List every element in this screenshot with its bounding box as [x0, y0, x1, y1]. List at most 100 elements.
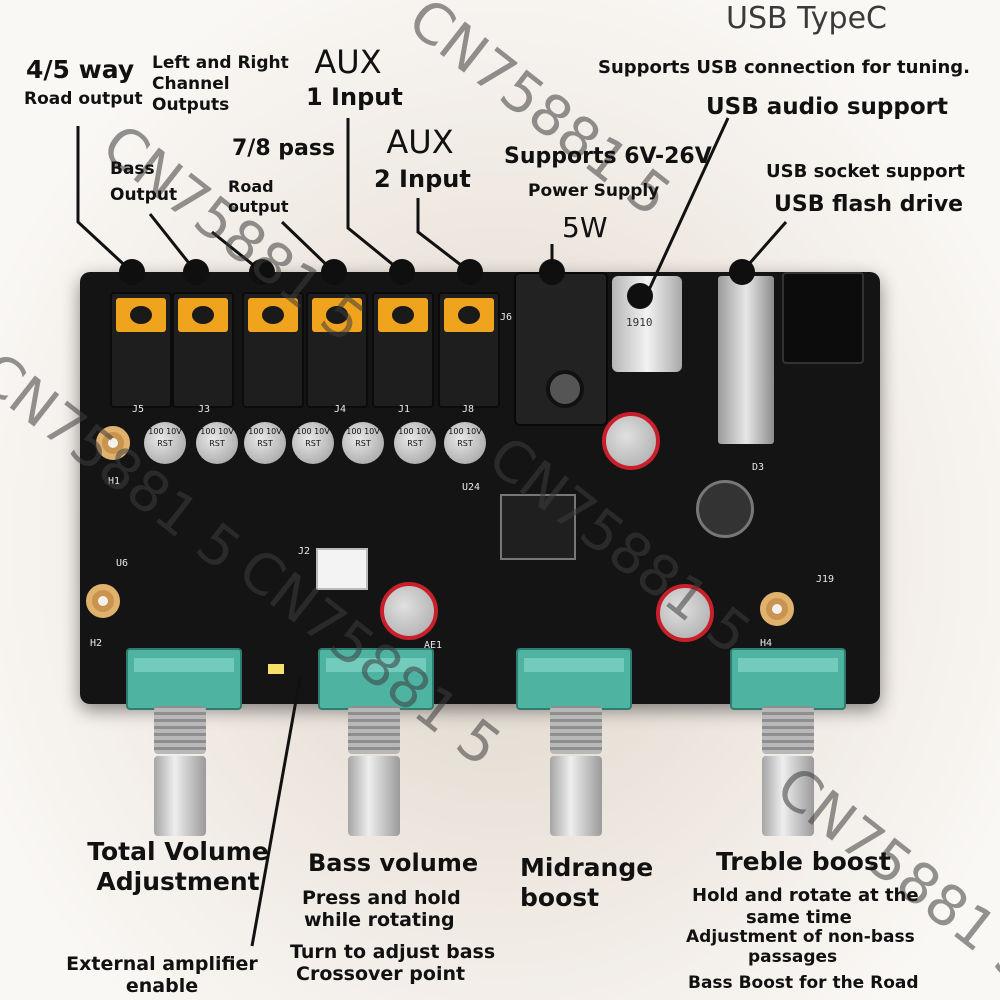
silk-label: U24 — [462, 482, 481, 493]
silk-label: H2 — [90, 638, 103, 649]
jack-lr-output — [172, 292, 234, 408]
label-external-amp: External amplifier — [66, 953, 258, 975]
leader-dot — [729, 259, 755, 285]
knob-midrange[interactable] — [550, 756, 602, 836]
leader-dot — [321, 259, 347, 285]
inductor — [696, 480, 754, 538]
silk-label: J19 — [816, 574, 835, 585]
silk-label: J8 — [462, 404, 475, 415]
pot-treble[interactable] — [730, 648, 846, 710]
capacitor: 100 10V RST — [394, 422, 436, 464]
capacitor: 100 10V RST — [292, 422, 334, 464]
leader-4-5-way — [76, 126, 134, 274]
label-usb-tuning: Supports USB connection for tuning. — [598, 57, 970, 78]
silk-label: J4 — [334, 404, 347, 415]
silk-label: H4 — [760, 638, 773, 649]
mounting-hole — [760, 592, 794, 626]
label-4-5-way: 4/5 way — [26, 55, 135, 84]
knob-treble[interactable] — [762, 756, 814, 836]
led-indicator — [268, 664, 284, 674]
jack-4-5-way-output — [110, 292, 172, 408]
capacitor: 100 10V RST — [444, 422, 486, 464]
leader-usb-audio — [646, 117, 730, 293]
label-crossover: Crossover point — [296, 963, 466, 985]
capacitor: 100 10V RST — [244, 422, 286, 464]
leader-dot — [249, 259, 275, 285]
silk-label: J3 — [198, 404, 211, 415]
knob-total-volume[interactable] — [154, 756, 206, 836]
usb-a-socket — [718, 276, 774, 444]
label-bass: Bass — [110, 159, 155, 179]
leader-amp-enable — [250, 677, 302, 947]
label-usb-audio: USB audio support — [706, 94, 948, 120]
label-treble-boost: Treble boost — [716, 847, 891, 876]
label-while-rotating: while rotating — [304, 909, 455, 931]
optical-connector — [782, 272, 864, 364]
label-usb-flash: USB flash drive — [774, 192, 964, 217]
silk-label: J1 — [398, 404, 411, 415]
label-hold-rotate: Hold and rotate at the — [692, 885, 919, 906]
usbc-marking: 1910 — [626, 316, 653, 329]
knob-thread — [550, 706, 602, 754]
pot-total-volume[interactable] — [126, 648, 242, 710]
label-road-output: Road output — [24, 89, 143, 109]
jack-aux2-input — [438, 292, 500, 408]
knob-thread — [154, 706, 206, 754]
capacitor: 100 10V RST — [196, 422, 238, 464]
silk-label: D3 — [752, 462, 765, 473]
capacitor: 100 10V RST — [342, 422, 384, 464]
label-adjustment: Adjustment — [96, 867, 260, 896]
leader-dot — [457, 259, 483, 285]
label-bass-volume: Bass volume — [308, 849, 479, 877]
pot-midrange[interactable] — [516, 648, 632, 710]
dc-power-jack — [514, 272, 608, 426]
label-7-8-pass: 7/8 pass — [232, 136, 336, 161]
label-outputs: Outputs — [152, 95, 230, 115]
label-power-watt: 5W — [562, 211, 608, 244]
silk-label: AE1 — [424, 640, 443, 651]
jack-bass-output — [242, 292, 304, 408]
leader-dot — [183, 259, 209, 285]
mounting-hole — [96, 426, 130, 460]
label-press-hold: Press and hold — [302, 887, 461, 909]
label-power-range: Supports 6V-26V — [504, 144, 712, 169]
knob-thread — [348, 706, 400, 754]
silk-label: U6 — [116, 558, 129, 569]
label-midrange: Midrange — [520, 853, 654, 882]
label-bass-output: Output — [110, 185, 178, 205]
silk-label: J6 — [500, 312, 513, 323]
label-usb-typec: USB TypeC — [726, 1, 887, 36]
label-same-time: same time — [746, 907, 852, 928]
label-aux1-input: 1 Input — [306, 83, 403, 111]
leader-dot — [627, 283, 653, 309]
capacitor: 100 10V RST — [144, 422, 186, 464]
mounting-hole — [86, 584, 120, 618]
capacitor-red — [656, 584, 714, 642]
label-channel: Channel — [152, 74, 230, 94]
amp-enable-connector — [316, 548, 368, 590]
jack-7-8-output — [306, 292, 368, 408]
label-aux1-title: AUX — [314, 43, 382, 81]
silk-label: J5 — [132, 404, 145, 415]
leader-aux1 — [346, 118, 403, 274]
label-power-supply: Power Supply — [528, 181, 660, 201]
label-aux2-title: AUX — [386, 123, 454, 161]
silk-label: J2 — [298, 546, 311, 557]
knob-bass-volume[interactable] — [348, 756, 400, 836]
leader-dot — [119, 259, 145, 285]
label-total-volume: Total Volume — [87, 837, 269, 866]
label-turn-adjust: Turn to adjust bass — [290, 941, 496, 963]
capacitor-red — [380, 582, 438, 640]
jack-aux1-input — [372, 292, 434, 408]
knob-thread — [762, 706, 814, 754]
label-non-bass: Adjustment of non-bass — [686, 927, 915, 947]
leader-dot — [539, 259, 565, 285]
label-enable: enable — [125, 975, 199, 997]
label-usb-socket: USB socket support — [766, 161, 966, 182]
leader-aux2 — [416, 198, 471, 274]
label-road: Road — [228, 177, 274, 196]
label-left-right: Left and Right — [152, 53, 289, 73]
leader-dot — [389, 259, 415, 285]
label-bass-boost-road: Bass Boost for the Road — [688, 973, 919, 993]
